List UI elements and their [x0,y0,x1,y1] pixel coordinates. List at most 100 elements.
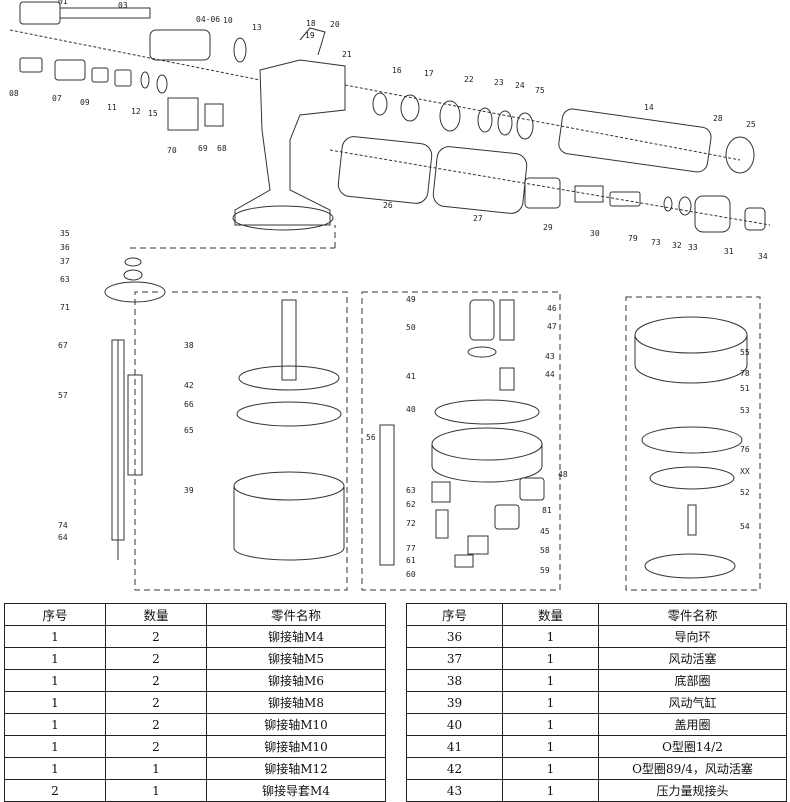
callout-label: 28 [713,114,723,123]
cell-serial: 1 [4,625,106,648]
cell-serial: 1 [4,647,106,670]
part-49 [469,299,495,341]
callout-label: 32 [672,241,682,250]
exploded-parts-diagram: 01 03 04-06 10 13 18 19 20 21 08 07 09 1… [9,0,771,591]
table-header-row: 序号 数量 零件名称 [406,603,787,626]
cell-part-name: 底部圈 [598,669,787,692]
part-40-top [431,427,543,461]
callout-label: 13 [252,23,262,32]
cell-serial: 37 [406,647,503,670]
cell-quantity: 2 [105,691,207,714]
header-serial: 序号 [406,603,503,626]
cell-quantity: 2 [105,713,207,736]
header-quantity: 数量 [105,603,207,626]
callout-label: 42 [184,381,194,390]
part-23 [477,107,493,133]
cell-part-name: 铆接轴M10 [206,735,386,758]
header-part-name: 零件名称 [598,603,787,626]
callout-label: 60 [406,570,416,579]
callout-label: 72 [406,519,416,528]
callout-label: 10 [223,16,233,25]
cell-quantity: 2 [105,735,207,758]
callout-label: 79 [628,234,638,243]
callout-label: 11 [107,103,117,112]
part-50 [467,346,497,358]
callout-label: 21 [342,50,352,59]
cell-part-name: 风动活塞 [598,647,787,670]
rivet-shaft-rod [59,7,151,19]
part-33 [678,196,692,216]
callout-label: 19 [305,31,315,40]
callout-label: 34 [758,252,768,261]
part-30 [574,185,604,203]
callout-label: 38 [184,341,194,350]
part-42 [236,401,342,427]
callout-label: 67 [58,341,68,350]
callout-label: 20 [330,20,340,29]
callout-label: 54 [740,522,750,531]
part-15 [156,74,168,94]
callout-label: 51 [740,384,750,393]
callout-label: 63 [406,486,416,495]
cell-part-name: O型圈14/2 [598,735,787,758]
cell-quantity: 1 [502,757,599,780]
callout-label: 40 [406,405,416,414]
part-58 [467,535,489,555]
cell-quantity: 1 [502,647,599,670]
callout-label: 62 [406,500,416,509]
cell-quantity: 1 [502,713,599,736]
callout-label: 30 [590,229,600,238]
cell-serial: 1 [4,735,106,758]
part-40 [431,444,543,483]
callout-label: 56 [366,433,376,442]
part-70 [167,97,199,131]
table-header-row: 序号 数量 零件名称 [4,603,386,626]
callout-label: 07 [52,94,62,103]
part-75 [516,112,534,140]
callout-label: 77 [406,544,416,553]
callout-label: 63 [60,275,70,284]
part-72 [435,509,449,539]
part-14 [558,108,712,173]
part-67 [111,339,125,541]
callout-label: 35 [60,229,70,238]
callout-label: 76 [740,445,750,454]
callout-label: 15 [148,109,158,118]
callout-label: 59 [540,566,550,575]
part-54 [644,553,736,579]
callout-label: 61 [406,556,416,565]
callout-label: 47 [547,322,557,331]
part-32 [663,196,673,212]
callout-label: 14 [644,103,654,112]
part-46 [499,299,515,341]
header-part-name: 零件名称 [206,603,386,626]
part-52 [687,504,697,536]
part-55 [634,335,748,384]
part-35 [124,257,142,267]
part-16 [372,92,388,116]
part-31 [694,195,731,233]
part-39 [233,486,345,561]
callout-label: 43 [545,352,555,361]
part-17 [400,94,420,122]
callout-label: 75 [535,86,545,95]
part-45 [494,504,520,530]
gun-body [234,59,346,226]
part-11 [114,69,132,87]
cell-serial: 1 [4,691,106,714]
cell-part-name: 铆接轴M6 [206,669,386,692]
callout-label: 36 [60,243,70,252]
cell-quantity: 1 [502,735,599,758]
part-07 [54,59,86,81]
rivet-shaft-part [19,1,61,25]
part-27 [432,146,528,214]
